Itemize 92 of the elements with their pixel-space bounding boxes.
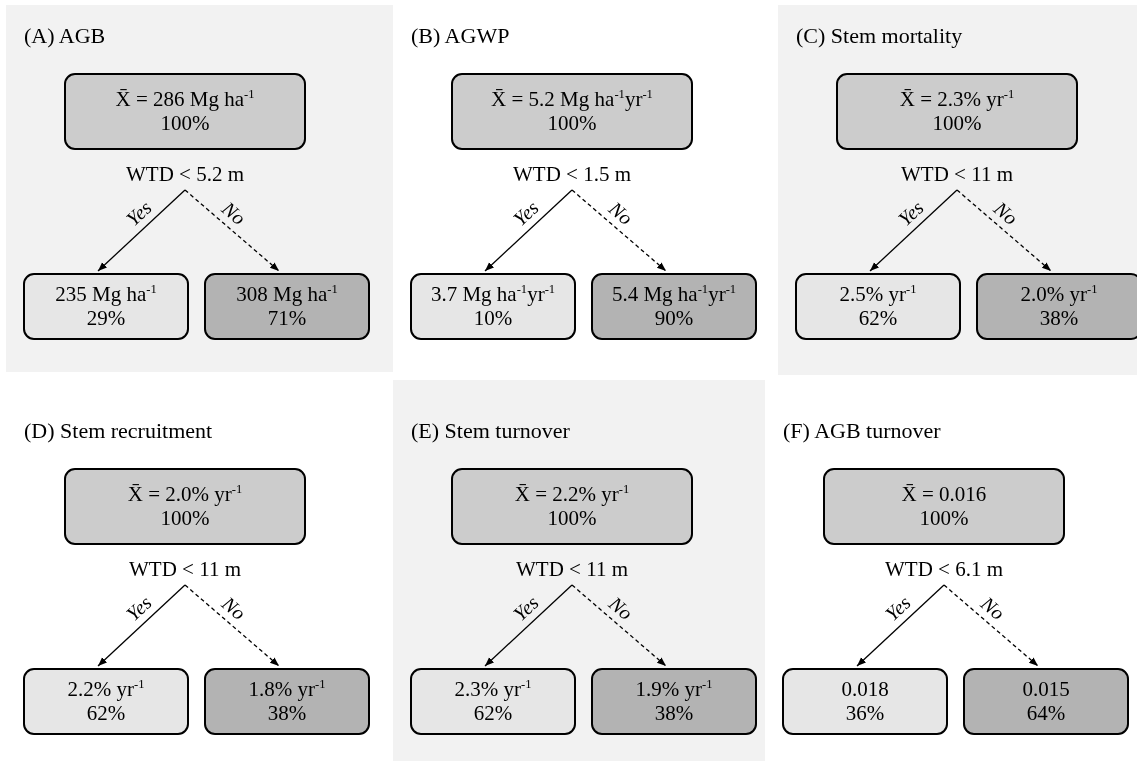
edge-label: Yes xyxy=(508,591,544,626)
node-value: 1.9% yr$^{-1}$ xyxy=(635,678,713,702)
node-share: 36% xyxy=(845,701,885,725)
node-share: 29% xyxy=(86,306,126,330)
yes-branch-box xyxy=(782,668,948,735)
panel-title: (E) Stem turnover xyxy=(411,418,570,444)
node-share: 71% xyxy=(267,306,307,330)
edge-label: Yes xyxy=(508,196,544,231)
node-value: 2.0% yr$^{-1}$ xyxy=(1020,283,1098,307)
node-share: 38% xyxy=(1039,306,1079,330)
yes-branch-box xyxy=(23,273,189,340)
edge-label: Yes xyxy=(880,591,916,626)
edge-label: No xyxy=(217,197,250,230)
no-branch-box xyxy=(591,273,757,340)
node-share: 62% xyxy=(473,701,513,725)
node-share: 100% xyxy=(160,111,210,135)
node-share: 100% xyxy=(932,111,982,135)
arrow xyxy=(184,189,280,272)
edge-label: No xyxy=(976,592,1009,625)
panel-background xyxy=(778,5,1137,375)
node-share: 62% xyxy=(858,306,898,330)
arrow xyxy=(571,189,667,272)
node-value: 0.018 xyxy=(841,678,889,702)
node-share: 38% xyxy=(267,701,307,725)
root-node-box xyxy=(64,468,306,545)
panel-title: (F) AGB turnover xyxy=(783,418,941,444)
node-value: 2.5% yr$^{-1}$ xyxy=(839,283,917,307)
arrow xyxy=(956,189,1052,272)
split-condition: WTD < 11 m xyxy=(129,557,241,582)
panel-title: (B) AGWP xyxy=(411,23,510,49)
edge-label: No xyxy=(217,592,250,625)
split-condition: WTD < 5.2 m xyxy=(126,162,244,187)
no-branch-box xyxy=(976,273,1137,340)
panel-title: (D) Stem recruitment xyxy=(24,418,213,444)
node-value: X̄ = 2.3% yr$^{-1}$ xyxy=(899,88,1015,112)
node-value: 235 Mg ha$^{-1}$ xyxy=(55,283,157,307)
root-node-box xyxy=(836,73,1078,150)
root-node-box xyxy=(451,468,693,545)
arrow xyxy=(184,584,280,667)
split-condition: WTD < 11 m xyxy=(901,162,1013,187)
no-branch-box xyxy=(963,668,1129,735)
arrow xyxy=(869,189,958,272)
root-node-box xyxy=(823,468,1065,545)
node-share: 100% xyxy=(547,111,597,135)
split-condition: WTD < 6.1 m xyxy=(885,557,1003,582)
yes-branch-box xyxy=(795,273,961,340)
node-share: 100% xyxy=(160,506,210,530)
node-value: 1.8% yr$^{-1}$ xyxy=(248,678,326,702)
panel-title: (A) AGB xyxy=(24,23,106,49)
edge-label: Yes xyxy=(893,196,929,231)
node-value: 5.4 Mg ha$^{-1}$yr$^{-1}$ xyxy=(611,283,737,307)
node-share: 100% xyxy=(547,506,597,530)
panel-title: (C) Stem mortality xyxy=(796,23,963,49)
split-condition: WTD < 11 m xyxy=(516,557,628,582)
edge-label: No xyxy=(989,197,1022,230)
node-value: 0.015 xyxy=(1022,678,1070,702)
node-share: 100% xyxy=(919,506,969,530)
node-value: X̄ = 286 Mg ha$^{-1}$ xyxy=(115,88,255,112)
yes-branch-box xyxy=(23,668,189,735)
node-value: 3.7 Mg ha$^{-1}$yr$^{-1}$ xyxy=(430,283,556,307)
node-value: 2.2% yr$^{-1}$ xyxy=(67,678,145,702)
no-branch-box xyxy=(204,273,370,340)
root-node-box xyxy=(451,73,693,150)
no-branch-box xyxy=(204,668,370,735)
node-value: X̄ = 2.2% yr$^{-1}$ xyxy=(514,483,630,507)
yes-branch-box xyxy=(410,273,576,340)
node-value: 2.3% yr$^{-1}$ xyxy=(454,678,532,702)
no-branch-box xyxy=(591,668,757,735)
arrow xyxy=(484,584,573,667)
arrow xyxy=(97,584,186,667)
node-share: 10% xyxy=(473,306,513,330)
split-condition: WTD < 1.5 m xyxy=(513,162,631,187)
arrow xyxy=(97,189,186,272)
arrow xyxy=(856,584,945,667)
edge-label: Yes xyxy=(121,591,157,626)
yes-branch-box xyxy=(410,668,576,735)
arrow xyxy=(571,584,667,667)
node-value: X̄ = 5.2 Mg ha$^{-1}$yr$^{-1}$ xyxy=(491,88,653,112)
node-share: 38% xyxy=(654,701,694,725)
arrow xyxy=(943,584,1039,667)
node-value: 308 Mg ha$^{-1}$ xyxy=(236,283,338,307)
node-share: 90% xyxy=(654,306,694,330)
panel-background xyxy=(393,380,765,761)
edge-label: No xyxy=(604,197,637,230)
node-value: X̄ = 2.0% yr$^{-1}$ xyxy=(127,483,243,507)
root-node-box xyxy=(64,73,306,150)
node-share: 64% xyxy=(1026,701,1066,725)
edge-label: Yes xyxy=(121,196,157,231)
node-share: 62% xyxy=(86,701,126,725)
edge-label: No xyxy=(604,592,637,625)
node-value: X̄ = 0.016 xyxy=(901,483,987,507)
arrow xyxy=(484,189,573,272)
